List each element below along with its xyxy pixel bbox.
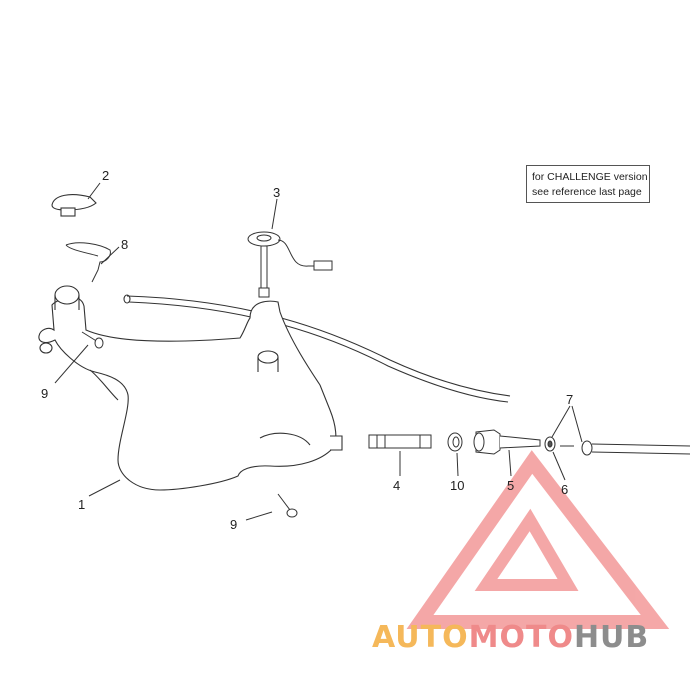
clip [65,242,111,283]
callout-6: 6 [561,482,568,497]
cap [51,194,97,217]
watermark-part-auto: AUTO [372,620,469,655]
leader-lines [54,182,583,521]
callout-9-upper: 9 [41,386,48,401]
screw-upper [81,331,104,349]
callout-3: 3 [273,185,280,200]
callout-7: 7 [566,392,573,407]
watermark-text: AUTOMOTOHUB [372,620,649,655]
watermark-part-hub: HUB [573,620,650,655]
pipe-fitting [368,434,432,449]
callout-1: 1 [78,497,85,512]
washer [447,432,463,452]
level-sensor [247,231,333,298]
callout-10: 10 [450,478,464,493]
callout-9-lower: 9 [230,517,237,532]
callout-5: 5 [507,478,514,493]
note-line-2: see reference last page [532,186,642,198]
callout-2: 2 [102,168,109,183]
callout-4: 4 [393,478,400,493]
callout-8: 8 [121,237,128,252]
watermark-logo-icon [406,450,670,629]
watermark-part-moto: MOTO [468,620,574,655]
note-line-1: for CHALLENGE version [532,171,648,183]
challenge-note: for CHALLENGE version see reference last… [526,165,650,203]
connector [473,429,541,455]
screw-lower [277,493,298,518]
hose-clamps [544,436,691,456]
hose [123,294,511,403]
reservoir-tank [38,285,343,491]
